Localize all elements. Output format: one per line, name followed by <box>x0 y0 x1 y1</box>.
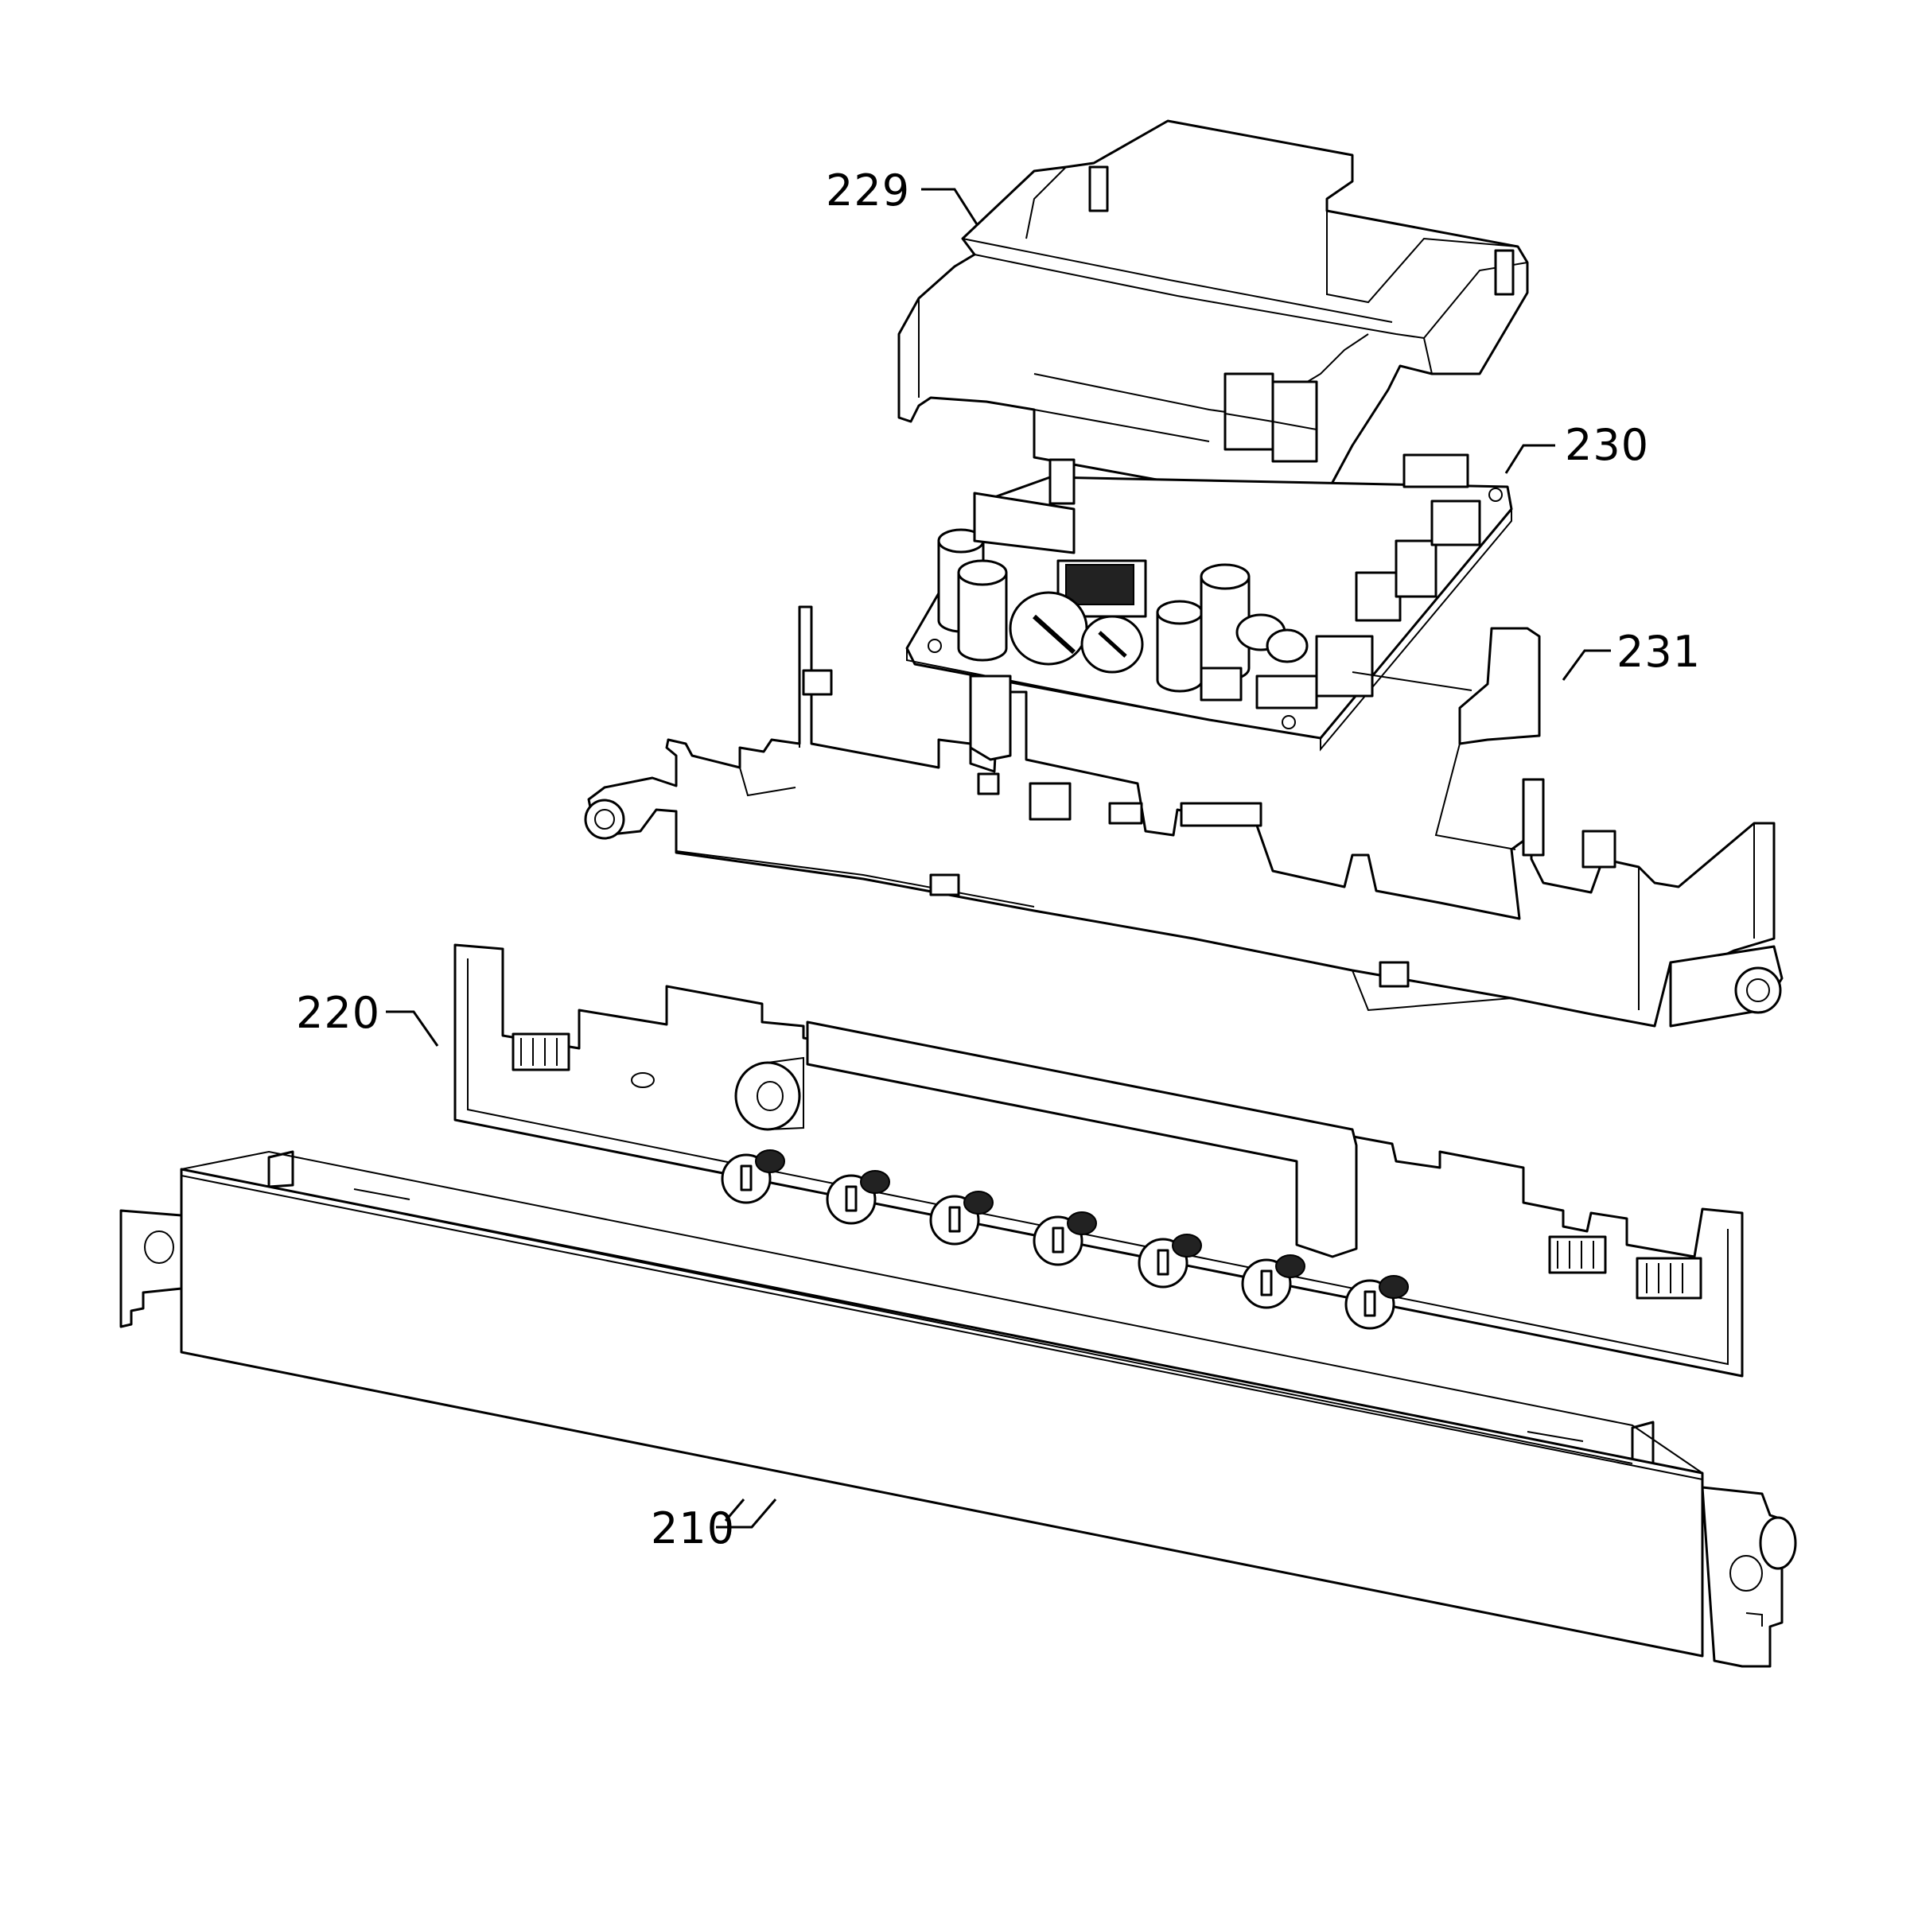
connector-right-2 <box>1636 1257 1702 1300</box>
push-button-5 <box>1138 1234 1202 1289</box>
leader-210 <box>724 1499 745 1522</box>
connector-right-1 <box>1548 1235 1607 1274</box>
transformer-core <box>1065 564 1134 605</box>
push-button-3 <box>929 1191 994 1246</box>
leader-229 <box>921 188 978 225</box>
ref-label-230: 230 <box>1565 420 1649 470</box>
part-231-frame <box>584 605 1784 1028</box>
part-220-front-pcb <box>453 943 1744 1378</box>
push-button-2 <box>826 1170 890 1225</box>
ref-label-229: 229 <box>826 165 910 216</box>
push-button-1 <box>721 1149 785 1204</box>
ref-label-220: 220 <box>296 988 380 1038</box>
push-buttons <box>721 1149 1409 1330</box>
connector-left <box>512 1032 570 1071</box>
leader-220 <box>386 1010 439 1047</box>
push-button-4 <box>1033 1211 1097 1266</box>
leader-210-line <box>716 1499 777 1529</box>
ref-label-210: 210 <box>651 1503 735 1553</box>
push-button-7 <box>1344 1275 1409 1330</box>
leader-231 <box>1562 649 1611 681</box>
push-button-6 <box>1241 1254 1305 1309</box>
ref-label-231: 231 <box>1616 627 1701 677</box>
capacitor-2 <box>957 559 1008 662</box>
leader-230 <box>1504 444 1555 474</box>
part-210-front-panel <box>119 1150 1797 1668</box>
capacitor-3 <box>1156 600 1204 693</box>
